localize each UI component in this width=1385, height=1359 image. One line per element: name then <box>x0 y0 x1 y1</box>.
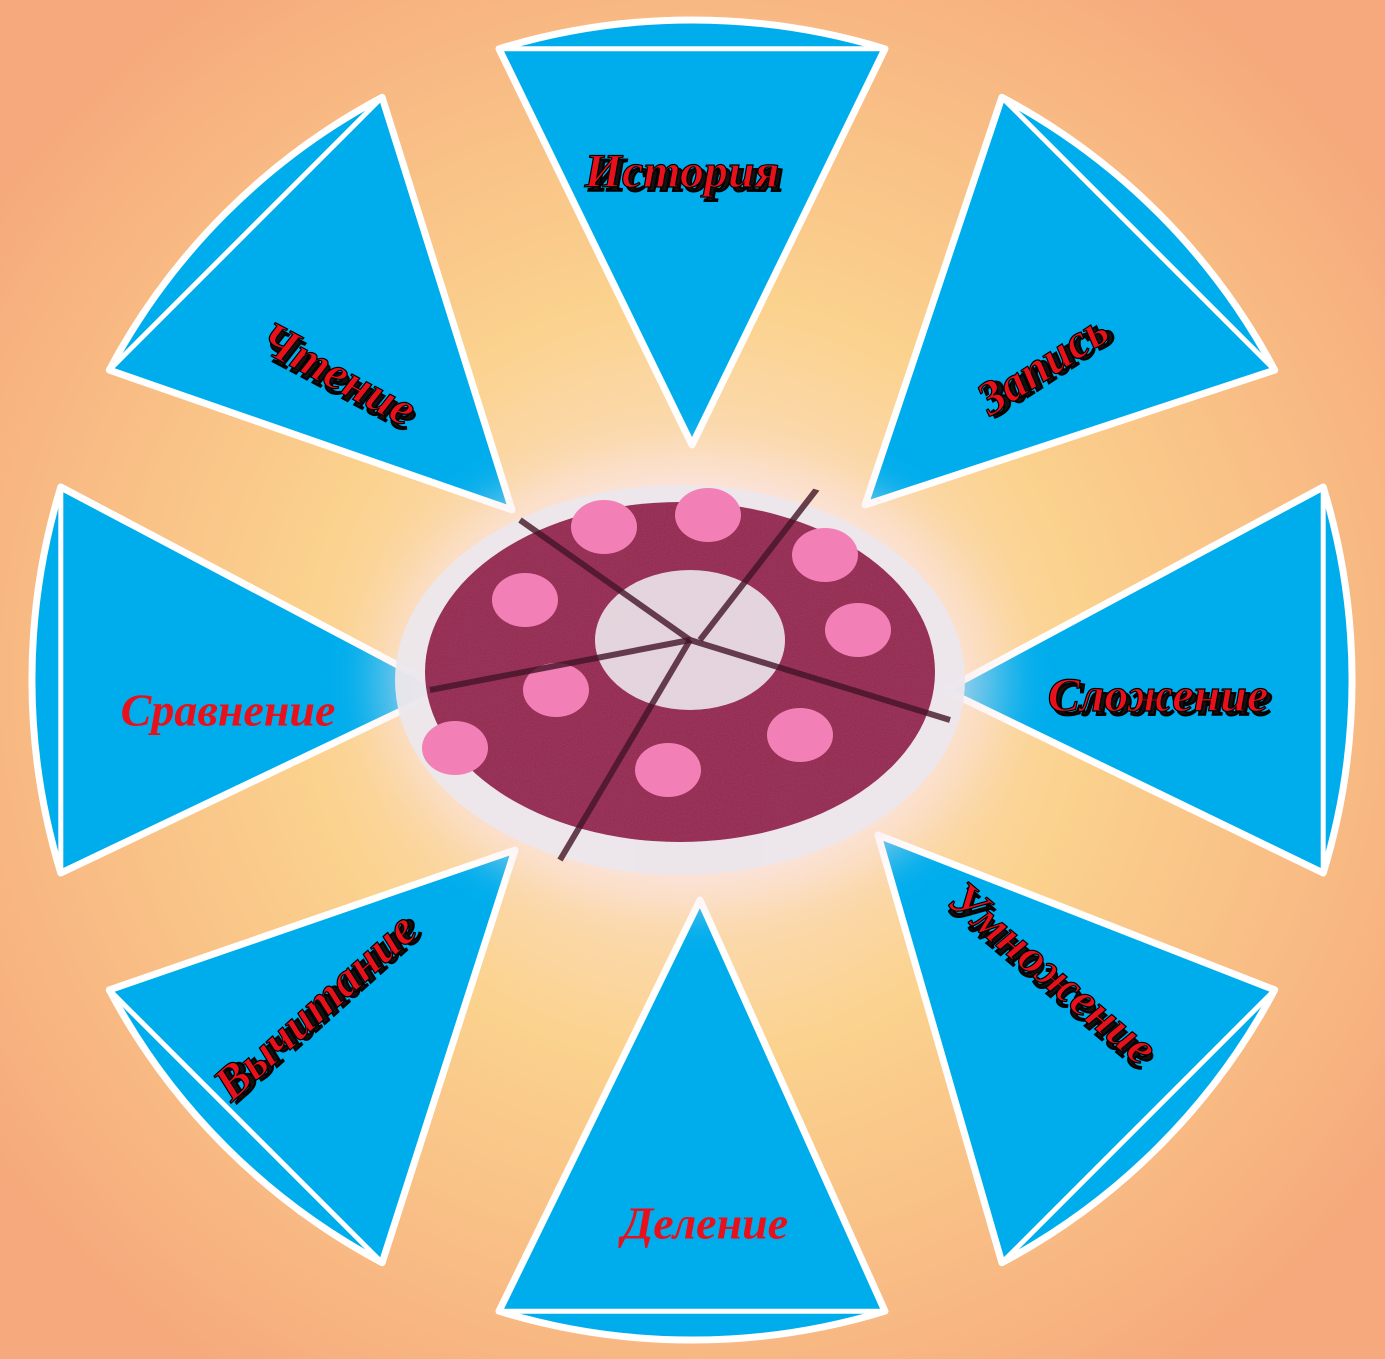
pizza-topping <box>422 721 488 775</box>
sector-comparison <box>28 483 449 877</box>
sector-chord-record <box>1000 95 1277 372</box>
pizza-topping <box>523 663 589 717</box>
pizza-slice-cut <box>697 483 823 642</box>
label-division: Деление <box>618 1198 788 1249</box>
sector-addition <box>941 483 1356 877</box>
pizza-slice-cut <box>429 637 691 693</box>
felt-pizza-image <box>395 483 965 875</box>
sector-chord-subtraction <box>107 988 384 1265</box>
pizza-slice-cut <box>689 637 951 723</box>
label-shadow: Сложение <box>1052 673 1272 726</box>
pizza-topping <box>635 743 701 797</box>
pizza-topping <box>767 708 833 762</box>
sector-chord-reading <box>107 95 384 372</box>
label-comparison: Сравнение <box>121 685 336 736</box>
sector-reading <box>105 93 516 514</box>
pizza-topping <box>675 488 741 542</box>
sector-chord-multiplication <box>1000 988 1277 1265</box>
pizza-topping <box>792 528 858 582</box>
pizza-topping <box>825 603 891 657</box>
label-text: Сложение <box>1048 669 1268 722</box>
label-text: История <box>584 145 780 198</box>
sector-group <box>28 16 1356 1344</box>
sector-history <box>495 16 889 449</box>
pizza-topping <box>492 573 558 627</box>
pizza-topping <box>571 500 637 554</box>
sector-multiplication <box>874 831 1279 1267</box>
label-text: Деление <box>618 1198 788 1249</box>
sector-division <box>495 896 889 1344</box>
sector-record <box>861 93 1279 509</box>
label-shadow: История <box>588 149 784 202</box>
sector-subtraction <box>105 846 519 1267</box>
label-text: Сравнение <box>121 685 336 736</box>
pizza-slice-cut <box>557 638 693 862</box>
pizza-slice-cut <box>518 517 692 643</box>
